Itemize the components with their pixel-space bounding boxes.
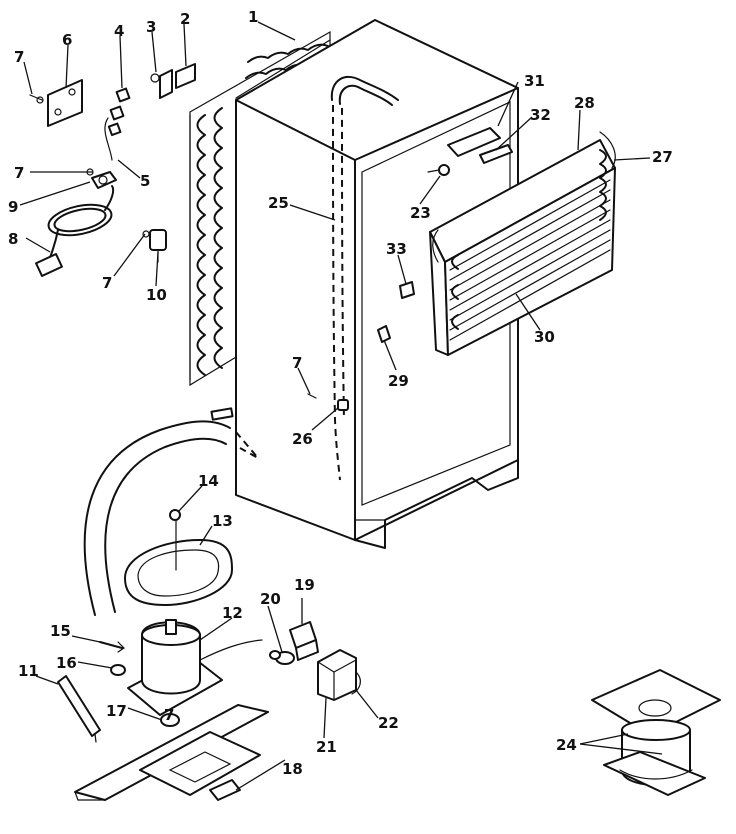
callout-19: 19: [294, 576, 315, 594]
callout-8: 8: [8, 230, 18, 248]
callout-33: 33: [386, 240, 407, 258]
callout-16: 16: [56, 654, 77, 672]
valve-part-19: [289, 621, 319, 661]
callout-18: 18: [282, 760, 303, 778]
screw-part-7-a: [29, 94, 44, 104]
drain-hose-inner: [104, 437, 227, 613]
callout-27: 27: [652, 148, 673, 166]
callout-28: 28: [574, 94, 595, 112]
bracket-part-2: [175, 63, 196, 89]
callout-15: 15: [50, 622, 71, 640]
callout-32: 32: [530, 106, 551, 124]
callout-30: 30: [534, 328, 555, 346]
callout-6: 6: [62, 31, 72, 49]
clip-part-29: [377, 325, 391, 343]
terminals-part-4: [104, 87, 131, 161]
callout-7-d: 7: [164, 706, 174, 724]
dashed-drain-tube: [332, 104, 341, 481]
callout-22: 22: [378, 714, 399, 732]
drain-hose-outer: [83, 420, 231, 616]
callout-7-e: 7: [292, 354, 302, 372]
callout-7-a: 7: [14, 48, 24, 66]
compressor-part-12: [127, 619, 263, 716]
callout-24: 24: [556, 736, 577, 754]
callout-4: 4: [114, 22, 124, 40]
bracket-part-22: [351, 671, 361, 695]
callout-31: 31: [524, 72, 545, 90]
dashed-drain-tube-inner: [341, 107, 345, 421]
bracket-part-31: [447, 127, 501, 157]
capacitor-part-21: [317, 649, 357, 701]
callout-25: 25: [268, 194, 289, 212]
refrigerator-cabinet: [235, 19, 519, 549]
callout-26: 26: [292, 430, 313, 448]
callout-17: 17: [106, 702, 127, 720]
callout-3: 3: [146, 18, 156, 36]
callout-29: 29: [388, 372, 409, 390]
callout-5: 5: [140, 172, 150, 190]
drain-pan-part-13: [124, 519, 233, 606]
clip-part-26: [337, 399, 349, 411]
callout-7-b: 7: [14, 164, 24, 182]
tube-part-11: [57, 675, 101, 743]
screw-part-7-e: [307, 393, 317, 399]
thermostat-part-9: [91, 171, 117, 189]
relay-part-10: [142, 229, 167, 263]
screw-part-7-b: [81, 168, 94, 176]
callout-13: 13: [212, 512, 233, 530]
mounting-rail-part-18: [74, 704, 269, 801]
callout-21: 21: [316, 738, 337, 756]
callout-7-c: 7: [102, 274, 112, 292]
leader-lines: [19, 21, 663, 791]
hose-clip: [210, 407, 234, 421]
callout-10: 10: [146, 286, 167, 304]
callout-2: 2: [180, 10, 190, 28]
screw-part-14: [169, 509, 181, 521]
callout-9: 9: [8, 198, 18, 216]
evaporator-assembly: [429, 131, 616, 356]
grommet-part-16: [110, 664, 126, 676]
power-cord-part-8: [35, 185, 115, 277]
screw-part-3: [150, 69, 173, 99]
fitting-part-20: [269, 650, 295, 665]
callout-20: 20: [260, 590, 281, 608]
bracket-part-6: [47, 79, 83, 127]
clip-part-33: [399, 281, 415, 299]
compressor-assembly-part-24: [591, 669, 721, 796]
clip-part-15: [99, 641, 125, 653]
callout-labels: 1 2 3 4 5 6 7 7 7 7 7 8 9 10 11 12 13 14…: [8, 8, 673, 778]
callout-11: 11: [18, 662, 39, 680]
fitting-part-23: [427, 164, 450, 176]
callout-14: 14: [198, 472, 219, 490]
callout-1: 1: [248, 8, 258, 26]
callout-23: 23: [410, 204, 431, 222]
callout-12: 12: [222, 604, 243, 622]
